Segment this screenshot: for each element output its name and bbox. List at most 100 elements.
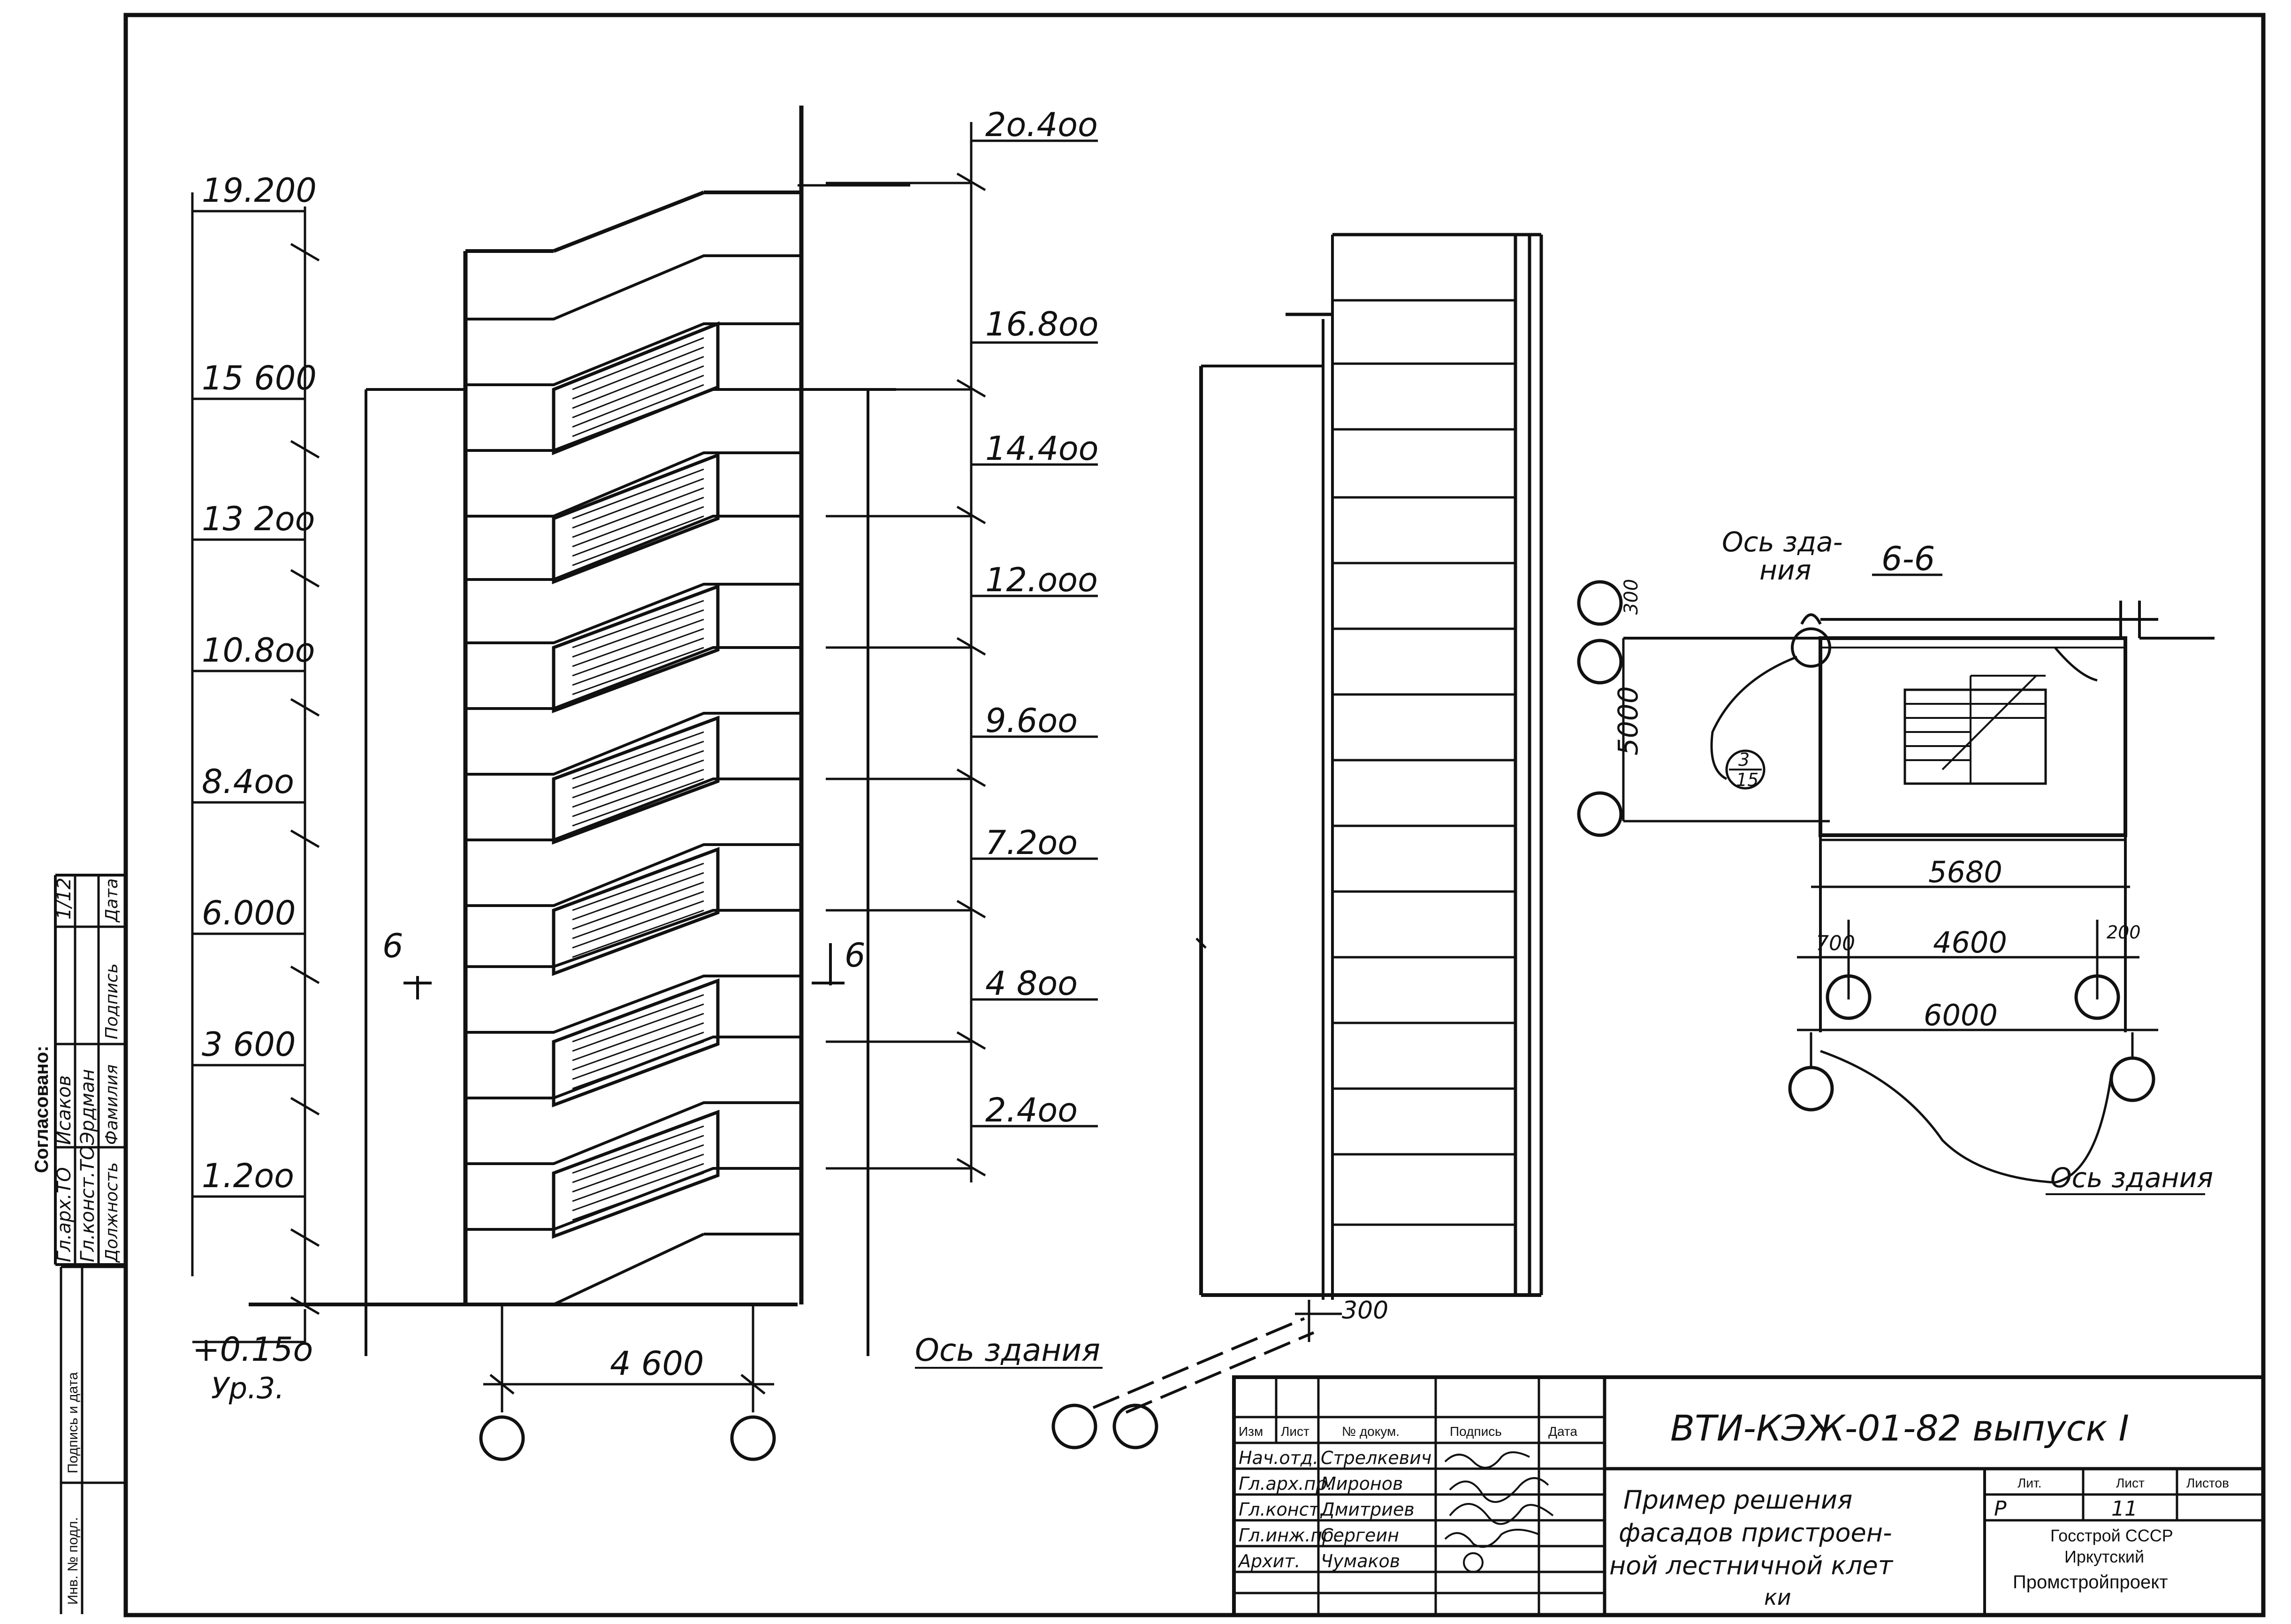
level-6000: 6.000 (202, 894, 296, 932)
side-elevation: 300 Ось здания (915, 233, 1543, 1449)
approval-position-1: Гл.арх.ТО (53, 1167, 75, 1262)
tb-role-5: Архит. (1237, 1551, 1301, 1571)
approval-stamp: Согласовано: Гл.арх.ТО Исаков 1/12 Гл.ко… (31, 874, 126, 1614)
plan-inner-width: 4600 (1933, 925, 2007, 960)
tb-role-4: Гл.инж.пр. (1239, 1525, 1339, 1546)
stair-windows (552, 321, 720, 1239)
plan-right-offset: 200 (2107, 922, 2141, 943)
approval-date-1: 1/12 (53, 877, 75, 920)
level-9600: 9.6oo (985, 701, 1078, 740)
front-elevation: 19.200 15 600 13 2oo 10.8oo 8.4oo 6.000 … (191, 106, 1099, 1461)
axis-bubble (1577, 580, 1623, 626)
right-level-markers (826, 122, 1098, 1182)
axis-bubble (1577, 791, 1623, 837)
approval-name-1: Исаков (53, 1075, 75, 1145)
description-line-4: ки (1764, 1585, 1791, 1610)
approval-title: Согласовано: (31, 1045, 52, 1173)
tb-role-3: Гл.конст. (1239, 1499, 1325, 1520)
stage-value: Р (1994, 1497, 2007, 1521)
side-label-signature: Подпись и дата (65, 1372, 81, 1473)
bay-dimension: 4 600 (610, 1344, 704, 1383)
org-line-3: Промстройпроект (2013, 1572, 2168, 1593)
axis-bubble (1051, 1403, 1097, 1449)
axis-bubble (1788, 1066, 1834, 1112)
plan-overall-width: 5680 (1928, 855, 2002, 889)
description-line-3: ной лестничной клет (1609, 1551, 1894, 1580)
callout-top: 3 (1738, 749, 1750, 770)
axis-bubble (2109, 1056, 2155, 1102)
sheet-header: Лист (2116, 1476, 2145, 1490)
level-10800: 10.8oo (202, 631, 315, 670)
description-line-1: Пример решения (1623, 1485, 1852, 1515)
axis-bubble (1826, 974, 1872, 1020)
level-12000: 12.ooo (985, 561, 1098, 599)
description-line-2: фасадов пристроен- (1619, 1518, 1892, 1548)
left-level-markers (191, 192, 320, 1343)
level-0150: +0.15o (192, 1330, 313, 1369)
title-block: Изм Лист № докум. Подпись Дата Нач.отд. … (1232, 1375, 2265, 1617)
tb-header-list: Лист (1281, 1424, 1309, 1439)
level-4800: 4 8oo (985, 964, 1078, 1003)
axis-bubble (1112, 1403, 1158, 1449)
tb-role-2: Гл.арх.пр. (1239, 1473, 1333, 1494)
section-mark-left: 6 (382, 927, 403, 965)
level-7200: 7.2oo (985, 823, 1078, 862)
sheet-value: 11 (2111, 1497, 2138, 1521)
approval-name-2: Эрдман (77, 1069, 99, 1145)
sheet-frame (123, 13, 2266, 1617)
plan-depth-dim: 5000 (1612, 686, 1644, 755)
axis-bubble (730, 1415, 776, 1461)
level-20400: 2o.4oo (985, 106, 1098, 144)
tb-header-doc: № докум. (1342, 1424, 1400, 1439)
axis-bubble (1577, 639, 1623, 685)
axis-bubble (479, 1415, 525, 1461)
level-13200: 13 2oo (202, 500, 315, 538)
level-19200: 19.200 (202, 171, 317, 210)
level-1200: 1.2oo (202, 1157, 294, 1195)
level-3600: 3 600 (202, 1025, 296, 1064)
level-8400: 8.4oo (202, 762, 294, 801)
ground-note: Ур.3. (211, 1371, 284, 1405)
window-hatching (572, 337, 704, 1221)
axis-label-side: Ось здания (915, 1332, 1100, 1368)
tb-name-1: Стрелкевич (1321, 1448, 1431, 1468)
callout-bottom: 15 (1736, 770, 1758, 790)
approval-position-2: Гл.конст.ТО (77, 1145, 99, 1262)
sheets-header: Листов (2186, 1476, 2229, 1490)
side-label-inventory: Инв. № подл. (65, 1517, 81, 1605)
level-15600: 15 600 (202, 359, 317, 397)
approval-date-3: Дата (102, 878, 122, 923)
plan-section: Ось зда- ния 6-6 300 5000 (1577, 526, 2215, 1195)
stage-header: Лит. (2017, 1476, 2042, 1490)
section-mark-right: 6 (845, 936, 866, 975)
tb-header-date: Дата (1548, 1424, 1577, 1439)
approval-position-3: Должность (102, 1162, 122, 1263)
tb-name-5: Чумаков (1321, 1551, 1400, 1571)
approval-name-3: Фамилия (102, 1064, 122, 1145)
axis-bubble (2074, 974, 2120, 1020)
approval-signature-3: Подпись (102, 963, 122, 1039)
tb-header-sign: Подпись (1450, 1424, 1502, 1439)
detail-callout (1725, 749, 1766, 790)
org-line-1: Госстрой СССР (2050, 1526, 2173, 1545)
level-2400: 2.4oo (985, 1091, 1078, 1129)
org-line-2: Иркутский (2064, 1547, 2144, 1566)
tb-header-izm: Изм (1239, 1424, 1263, 1439)
signatures (1444, 1451, 1554, 1573)
plan-section-title: 6-6 (1881, 540, 1935, 578)
tb-name-3: Дмитриев (1320, 1499, 1415, 1520)
plan-small-dim: 300 (1621, 579, 1642, 615)
level-16800: 16.8oo (985, 305, 1099, 343)
plan-axis-label-2: ния (1759, 554, 1811, 586)
document-code: ВТИ-КЭЖ-01-82 выпуск I (1670, 1407, 2129, 1449)
plan-axis-width: 6000 (1924, 998, 1998, 1032)
side-floor-lines (1332, 299, 1515, 1226)
tb-name-4: Сергеин (1321, 1525, 1399, 1546)
offset-dimension: 300 (1342, 1296, 1388, 1325)
floor-bands (465, 254, 801, 1231)
tb-role-1: Нач.отд. (1239, 1448, 1318, 1468)
tb-name-2: Миронов (1321, 1473, 1403, 1494)
level-14400: 14.4oo (985, 429, 1099, 468)
plan-axis-label-bottom: Ось здания (2050, 1162, 2213, 1194)
